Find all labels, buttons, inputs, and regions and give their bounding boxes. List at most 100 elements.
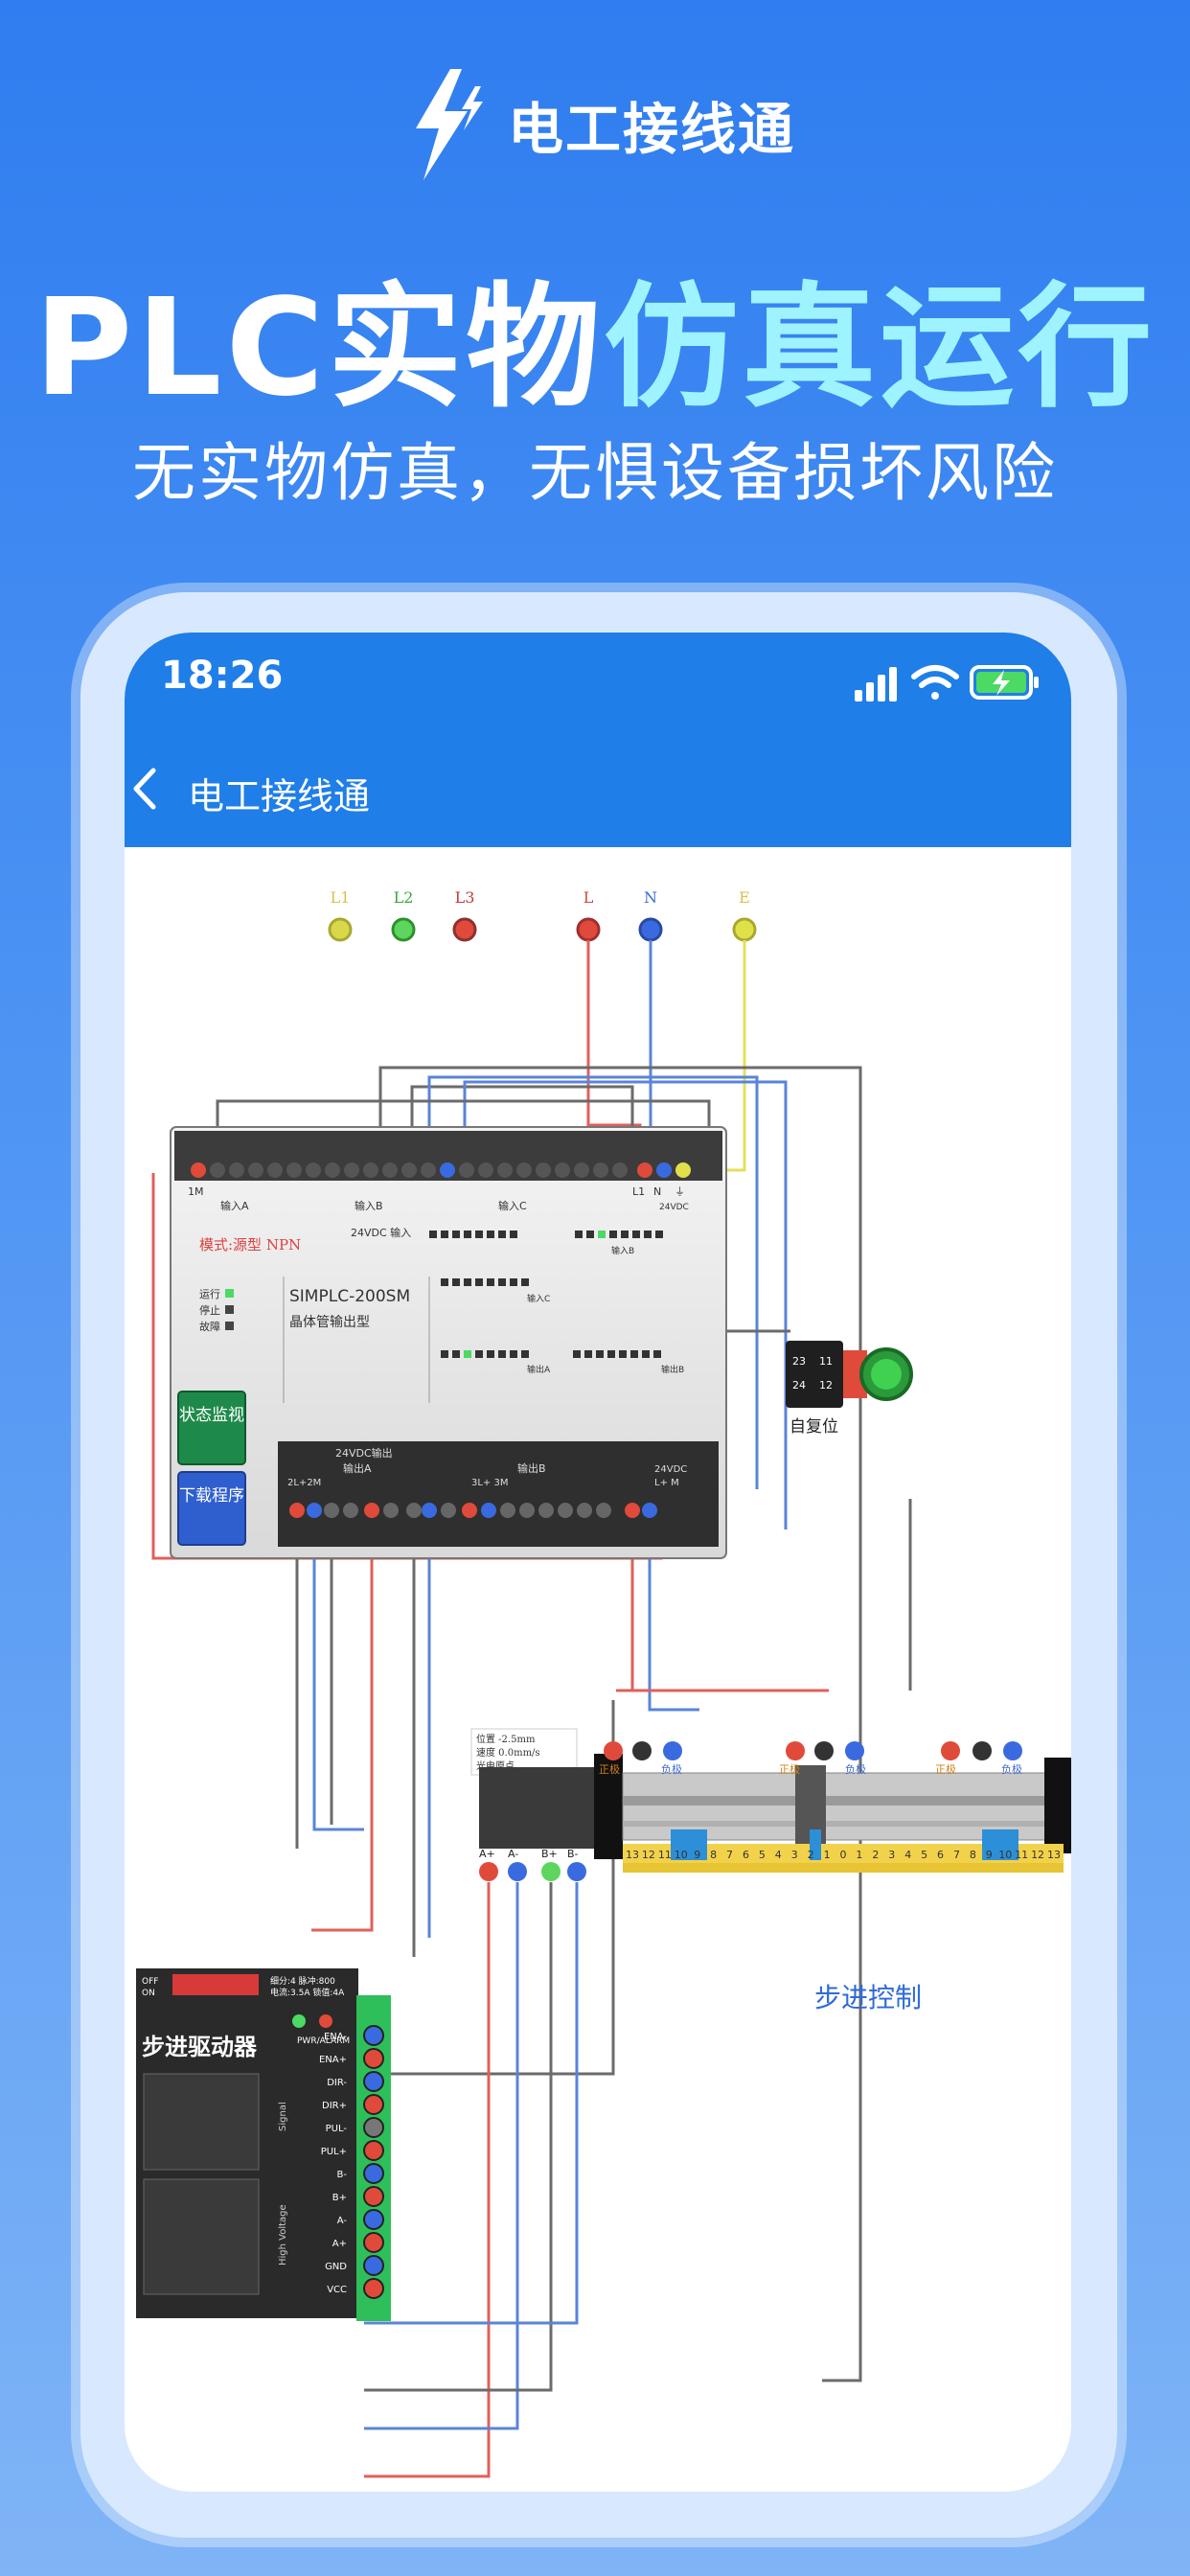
scale-tick-label: 10: [998, 1849, 1012, 1861]
scale-tick-label: 8: [710, 1849, 717, 1861]
driver-pin-label: ENA-: [324, 2032, 347, 2042]
dip-on-label: ON: [142, 1989, 155, 1998]
lightning-icon: [415, 69, 483, 180]
plc-top-left-terminal: 1M: [188, 1185, 204, 1198]
contact-23: 23: [792, 1355, 806, 1368]
driver-pin-label: VCC: [327, 2285, 347, 2295]
plc-input-group-a: 输入A: [220, 1199, 249, 1212]
terminal-l[interactable]: [576, 917, 601, 942]
scale-tick-label: 6: [743, 1849, 749, 1861]
driver-pin-label: PUL-: [326, 2124, 348, 2134]
wifi-icon: [911, 665, 959, 700]
indicator-fault-led: [225, 1322, 234, 1330]
driver-pin[interactable]: [363, 2255, 384, 2276]
scale-tick-label: 9: [694, 1849, 700, 1861]
scale-tick-label: 3: [791, 1849, 798, 1861]
plc-status-indicators: 运行 停止 故障: [199, 1288, 234, 1333]
plc-terminal-1m[interactable]: [191, 1162, 206, 1178]
plc-terminal-n[interactable]: [656, 1162, 672, 1178]
driver-pin[interactable]: [363, 2048, 384, 2069]
plc-led-label-input-c: 输入C: [527, 1293, 550, 1304]
sensor-label-4: 正极: [935, 1762, 956, 1776]
scale-tick-label: 13: [626, 1849, 639, 1861]
sensor-label-0: 正极: [599, 1762, 620, 1776]
plc-input-terminals: [191, 1162, 691, 1178]
phone-screen: 18:26 电工接线通: [125, 632, 1071, 2492]
scale-tick-label: 13: [1047, 1849, 1061, 1861]
driver-pin[interactable]: [363, 2186, 384, 2207]
terminal-l3[interactable]: [452, 917, 477, 942]
driver-pin[interactable]: [363, 2278, 384, 2299]
plc-top-right-terminal-earth: ⏚: [675, 1185, 685, 1198]
plc-mode-label: 模式:源型 NPN: [199, 1236, 301, 1254]
terminal-e[interactable]: [732, 917, 757, 942]
driver-pin-label: A+: [332, 2239, 347, 2249]
simulation-canvas: L1 L2 L3 L N E: [136, 888, 1071, 2478]
power-group-label: High Voltage: [278, 2204, 288, 2266]
plc-led-label-output-b: 输出B: [661, 1364, 684, 1375]
battery-icon: [970, 665, 1039, 700]
plc-terminal-l1[interactable]: [637, 1162, 652, 1178]
terminal-l1[interactable]: [328, 917, 353, 942]
indicator-stop-label: 停止: [199, 1303, 220, 1317]
brand-header: 电工接线通: [0, 58, 1190, 192]
dip-info-1: 细分:4 脉冲:800: [270, 1975, 335, 1987]
hero-title-part1: PLC实物: [34, 270, 605, 426]
scale-tick-label: 12: [1031, 1849, 1044, 1861]
terminal-label-e: E: [739, 888, 750, 907]
driver-pin-label: ENA+: [319, 2055, 347, 2065]
plc-output-common-left: 2L+2M: [287, 1478, 321, 1488]
hero-subtitle: 无实物仿真，无惧设备损坏风险: [132, 436, 1058, 510]
driver-pin-label: B-: [337, 2170, 348, 2180]
dip-off-label: OFF: [142, 1977, 158, 1987]
scale-tick-label: 4: [904, 1849, 911, 1861]
indicator-fault-label: 故障: [199, 1320, 220, 1333]
driver-pin[interactable]: [363, 2071, 384, 2092]
driver-pin-label: B+: [332, 2193, 347, 2203]
scale-tick-label: 7: [726, 1849, 733, 1861]
plc-output-power: 24VDC: [654, 1464, 687, 1475]
plc-output-common-mid: 3L+ 3M: [471, 1478, 508, 1488]
contact-24: 24: [792, 1379, 806, 1392]
app-bar: 18:26 电工接线通: [125, 632, 1071, 847]
driver-pin[interactable]: [363, 2232, 384, 2253]
plc-terminal-earth[interactable]: [675, 1162, 691, 1178]
driver-pin[interactable]: [363, 2163, 384, 2184]
terminal-n[interactable]: [638, 917, 663, 942]
download-button[interactable]: 下载程序: [177, 1471, 246, 1546]
plc-led-label-output-a: 输出A: [527, 1364, 551, 1375]
signal-group-label: Signal: [278, 2102, 288, 2131]
pwr-alarm-label: PWR/ALARM: [297, 2036, 350, 2046]
scale-tick-label: 0: [840, 1849, 847, 1861]
driver-pin[interactable]: [363, 2117, 384, 2138]
scale-tick-label: 8: [970, 1849, 976, 1861]
driver-pin-label: GND: [325, 2262, 347, 2272]
contact-12: 12: [819, 1379, 833, 1392]
plc-type: 晶体管输出型: [289, 1315, 370, 1330]
sensor-label-1: 负极: [661, 1762, 682, 1776]
driver-pin[interactable]: [363, 2209, 384, 2230]
brand-name: 电工接线通: [507, 97, 795, 162]
motor-pin-b-minus: B-: [567, 1848, 579, 1860]
driver-pin[interactable]: [363, 2140, 384, 2161]
plc-input-group-b: 输入B: [355, 1199, 383, 1212]
plc-model: SIMPLC-200SM: [289, 1287, 410, 1306]
chevron-left-icon[interactable]: [130, 765, 159, 813]
plc-unit: 1M L1 N ⏚ 输入A 输入B 输入C 24VDC 24VDC 输入 模式:…: [170, 1126, 727, 1559]
terminal-l2[interactable]: [391, 917, 416, 942]
driver-pin[interactable]: [363, 2094, 384, 2115]
self-reset-pushbutton[interactable]: 23 24 11 12 自复位: [786, 1341, 913, 1437]
driver-pin[interactable]: [363, 2025, 384, 2046]
monitor-button[interactable]: 状态监视: [177, 1391, 246, 1465]
motor-pin-b-plus: B+: [541, 1848, 558, 1860]
driver-title: 步进驱动器: [142, 2034, 258, 2060]
scale-tick-label: 6: [937, 1849, 944, 1861]
terminal-label-l3: L3: [455, 888, 475, 907]
scale-tick-label: 2: [808, 1849, 814, 1861]
scale-tick-label: 4: [775, 1849, 782, 1861]
motor-pin-a-plus: A+: [479, 1848, 495, 1860]
pushbutton-label: 自复位: [790, 1417, 838, 1437]
motor-pin-a-minus: A-: [508, 1848, 518, 1860]
scale-tick-label: 11: [1015, 1849, 1028, 1861]
sensor-label-5: 负极: [1001, 1762, 1022, 1776]
